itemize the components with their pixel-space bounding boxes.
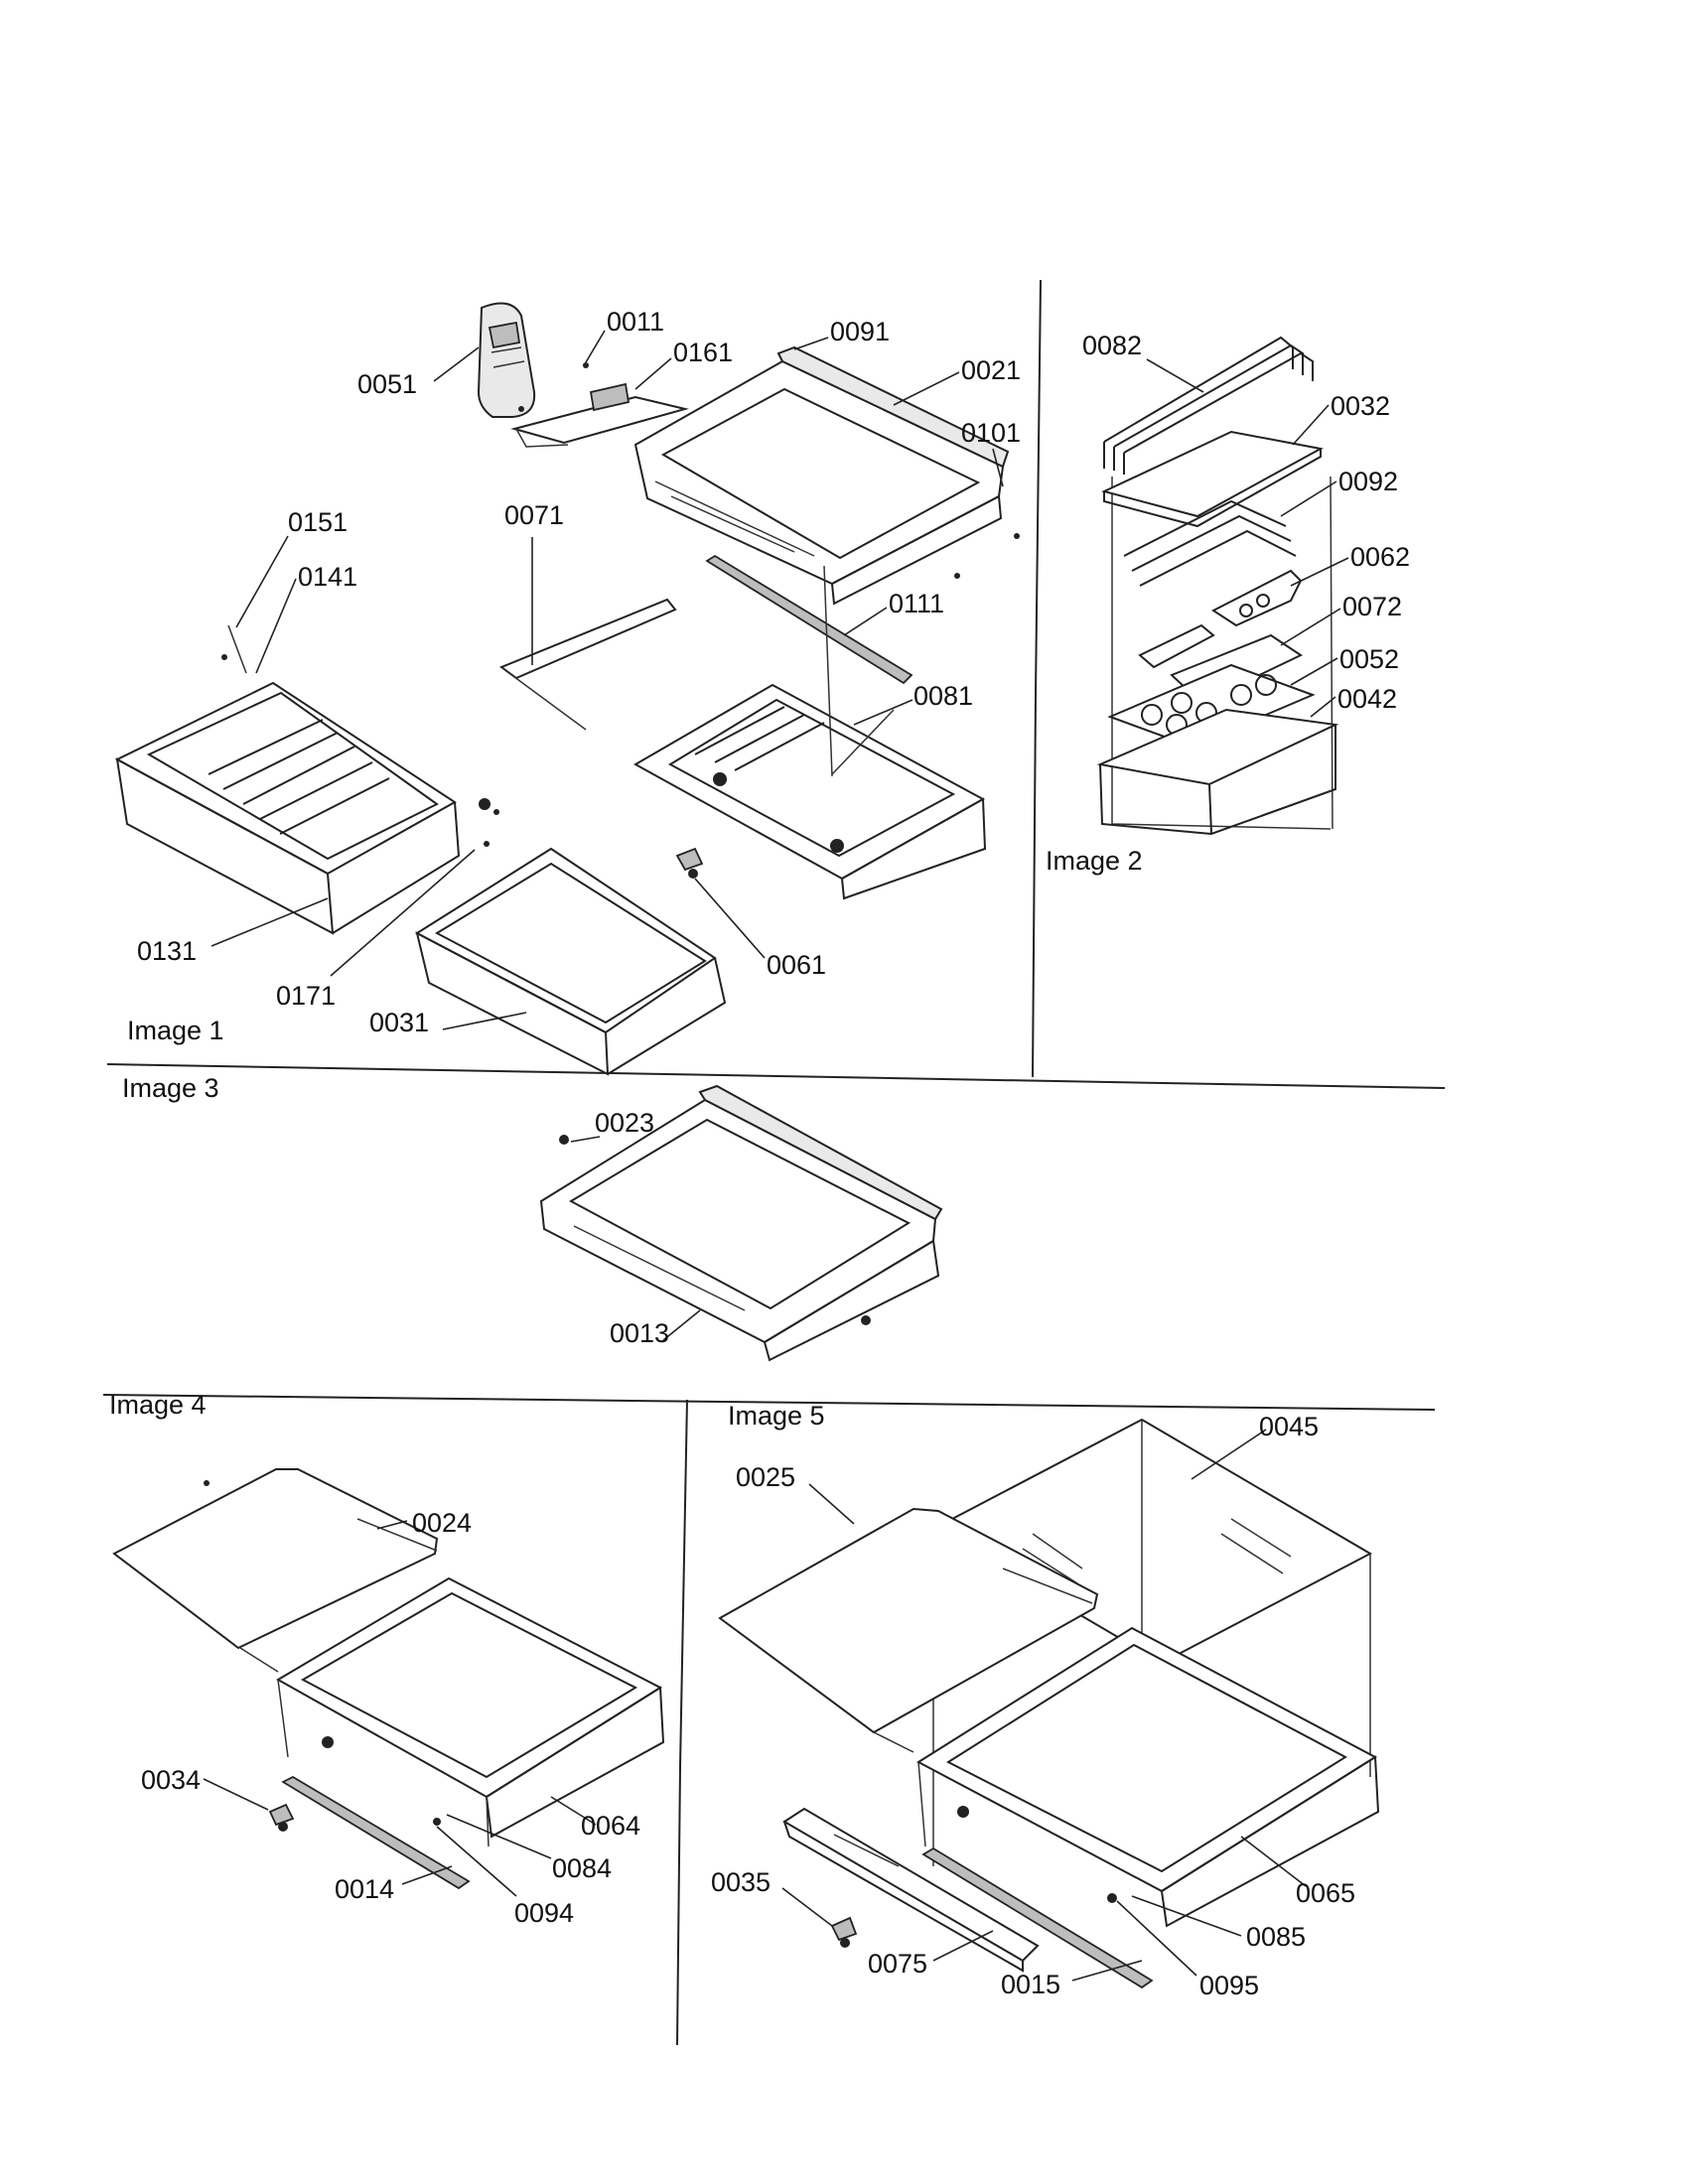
part-0161-shape — [510, 362, 689, 448]
leader-lines — [203, 330, 1349, 1981]
image1-drawing — [114, 302, 1020, 1076]
part-label-0032: 0032 — [1331, 391, 1390, 421]
part-0021-shape — [633, 345, 1020, 606]
part-label-0025: 0025 — [736, 1462, 795, 1492]
part-label-0141: 0141 — [298, 562, 357, 592]
part-label-0013: 0013 — [610, 1318, 669, 1348]
part-label-0045: 0045 — [1259, 1412, 1319, 1441]
part-0025-shape — [718, 1507, 1099, 1753]
part-label-0024: 0024 — [412, 1508, 472, 1538]
part-0015-shape — [921, 1846, 1154, 1989]
part-label-0081: 0081 — [913, 681, 973, 711]
part-label-0042: 0042 — [1337, 684, 1397, 714]
part-label-0014: 0014 — [335, 1874, 394, 1904]
part-label-0023: 0023 — [595, 1108, 654, 1138]
part-label-0052: 0052 — [1339, 644, 1399, 674]
panel-label-image3: Image 3 — [122, 1073, 219, 1103]
part-0071-shape — [498, 598, 677, 731]
part-label-0051: 0051 — [357, 369, 417, 399]
part-label-0101: 0101 — [961, 418, 1021, 448]
part-label-0015: 0015 — [1001, 1970, 1060, 1999]
part-0111-shape — [705, 554, 913, 685]
part-0065-shape — [916, 1626, 1380, 1928]
part-label-0071: 0071 — [504, 500, 564, 530]
panel-label-image5: Image 5 — [728, 1401, 825, 1431]
part-label-0082: 0082 — [1082, 331, 1142, 360]
part-label-0011: 0011 — [607, 307, 664, 337]
panel-label-image4: Image 4 — [109, 1390, 207, 1420]
part-0042-shape — [1096, 708, 1339, 836]
part-0051-shape — [477, 302, 536, 418]
panel-labels: Image 1 Image 2 Image 3 Image 4 Image 5 — [109, 846, 1143, 1431]
part-label-0061: 0061 — [767, 950, 826, 980]
part-label-0131: 0131 — [137, 936, 197, 966]
part-0082-shape — [1103, 336, 1314, 475]
part-0131-shape — [114, 624, 499, 935]
part-label-0161: 0161 — [673, 338, 733, 367]
part-0031-shape — [415, 841, 727, 1076]
part-0081-shape — [632, 565, 987, 900]
panel-label-image1: Image 1 — [127, 1016, 224, 1045]
part-0013-shape — [539, 1084, 943, 1362]
image3-drawing — [539, 1084, 943, 1362]
panel-label-image2: Image 2 — [1046, 846, 1143, 876]
part-label-0065: 0065 — [1296, 1878, 1355, 1908]
part-0035-shape — [830, 1916, 858, 1948]
part-0075-shape — [782, 1807, 1040, 1973]
part-label-0092: 0092 — [1338, 467, 1398, 496]
part-label-0095: 0095 — [1199, 1971, 1259, 2000]
part-label-0171: 0171 — [276, 981, 336, 1011]
part-label-0084: 0084 — [552, 1853, 612, 1883]
part-label-0094: 0094 — [514, 1898, 574, 1928]
part-numbers: 0011 0161 0051 0091 0021 0101 0151 0071 … — [137, 307, 1410, 2000]
part-0064-shape — [276, 1576, 665, 1847]
part-label-0085: 0085 — [1246, 1922, 1306, 1952]
part-0014-shape — [281, 1775, 471, 1890]
part-label-0021: 0021 — [961, 355, 1021, 385]
part-0034-shape — [268, 1803, 295, 1832]
panel-dividers — [102, 279, 1446, 2046]
part-label-0075: 0075 — [868, 1949, 927, 1979]
part-label-0034: 0034 — [141, 1765, 201, 1795]
part-label-0031: 0031 — [369, 1008, 429, 1037]
part-label-0151: 0151 — [288, 507, 348, 537]
part-0092-shape — [1123, 499, 1297, 587]
part-0062-shape — [1211, 569, 1303, 627]
part-label-0072: 0072 — [1342, 592, 1402, 621]
part-label-0091: 0091 — [830, 317, 890, 346]
part-0024-shape — [112, 1468, 439, 1673]
part-0061-shape — [675, 847, 704, 879]
part-label-0064: 0064 — [581, 1811, 640, 1841]
part-label-0062: 0062 — [1350, 542, 1410, 572]
part-0032-shape — [1101, 430, 1324, 528]
image5-drawing — [718, 1418, 1380, 1989]
image4-drawing — [112, 1468, 665, 1890]
part-label-0111: 0111 — [889, 589, 944, 618]
image2-drawing — [1096, 336, 1339, 836]
part-label-0035: 0035 — [711, 1867, 771, 1897]
